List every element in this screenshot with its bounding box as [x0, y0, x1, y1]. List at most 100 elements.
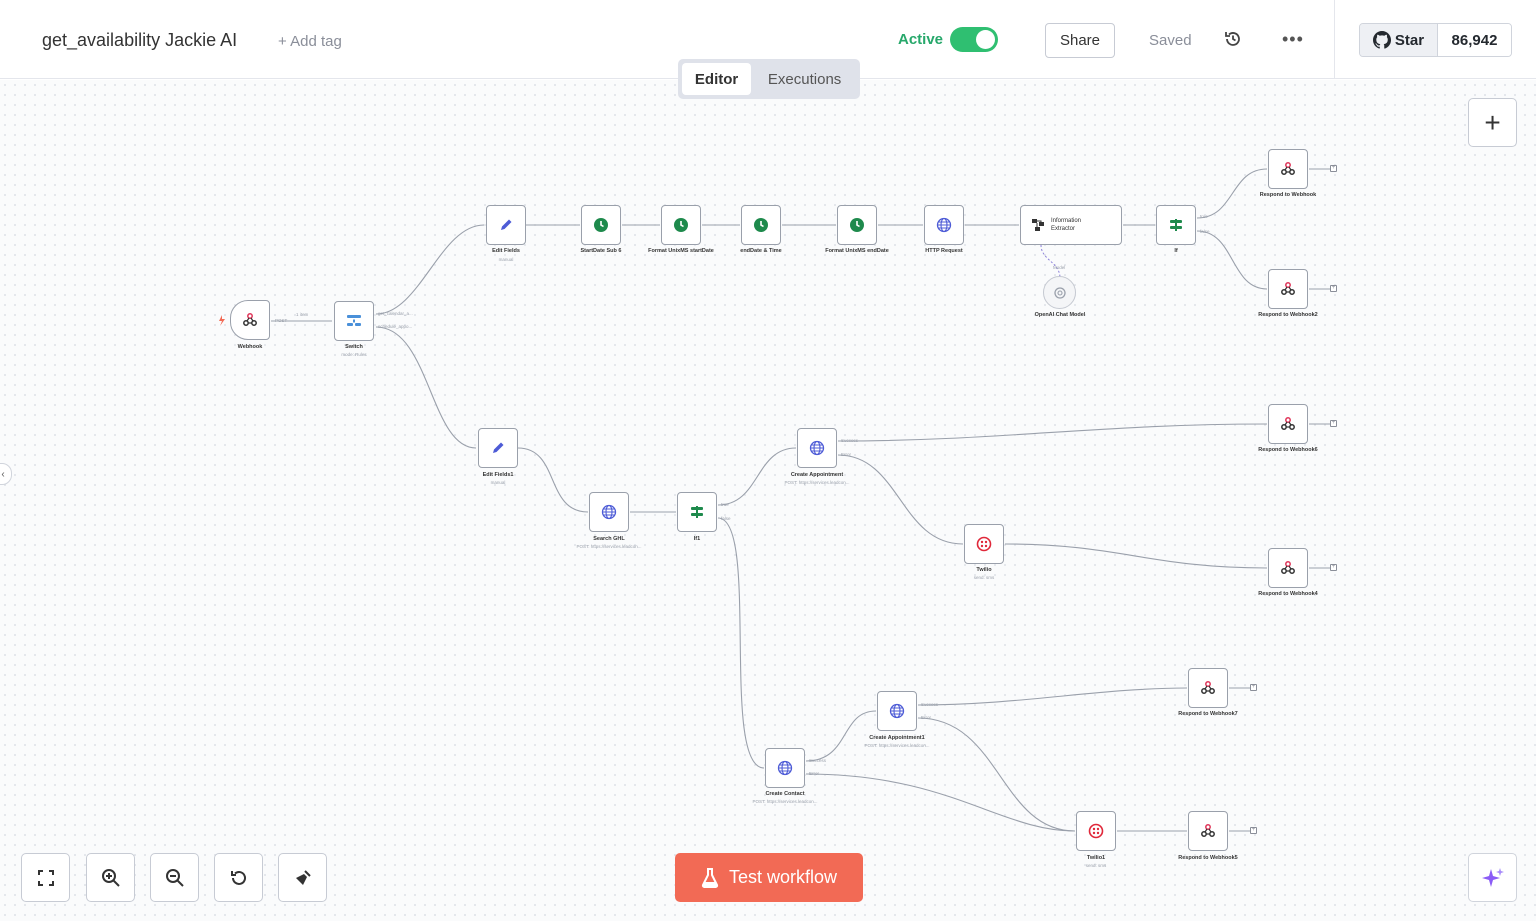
clock-icon [594, 218, 608, 232]
add-node-plus[interactable]: + [1330, 285, 1337, 292]
add-node-plus[interactable]: + [1250, 684, 1257, 691]
node-label: Twilio1 [1086, 855, 1106, 861]
add-node-plus[interactable]: + [1330, 165, 1337, 172]
node-respond-to-webhook7[interactable] [1188, 668, 1228, 708]
node-respond-to-webhook2[interactable] [1268, 269, 1308, 309]
webhook-icon [1201, 681, 1215, 694]
node-subtitle: manual [490, 480, 506, 485]
clear-execution-button[interactable] [278, 853, 327, 902]
node-http-request[interactable] [924, 205, 964, 245]
node-format-start[interactable] [661, 205, 701, 245]
node-label: Twilio [976, 567, 992, 573]
reset-zoom-button[interactable] [214, 853, 263, 902]
clock-icon [674, 218, 688, 232]
node-label: Respond to Webhook2 [1258, 312, 1318, 318]
port-label: get_calendar_a... [378, 311, 413, 316]
globe-icon [601, 504, 617, 520]
port-label: Error [921, 715, 931, 720]
history-icon[interactable] [1224, 30, 1242, 48]
node-if[interactable] [1156, 205, 1196, 245]
node-label: If [1174, 248, 1178, 254]
node-label: StartDate Sub 6 [580, 248, 622, 254]
node-create-appointment1[interactable] [877, 691, 917, 731]
share-button[interactable]: Share [1045, 23, 1115, 58]
node-twilio1[interactable] [1076, 811, 1116, 851]
node-respond-to-webhook6[interactable] [1268, 404, 1308, 444]
github-star-button[interactable]: Star 86,942 [1359, 23, 1512, 57]
workflow-title[interactable]: get_availability Jackie AI [42, 30, 238, 50]
node-respond-to-webhook[interactable] [1268, 149, 1308, 189]
twilio-icon [976, 536, 992, 552]
node-label: Switch [345, 344, 363, 350]
port-label: Error [841, 452, 851, 457]
add-tag-button[interactable]: + Add tag [278, 33, 342, 50]
view-tabs: Editor Executions [678, 59, 860, 99]
zoom-in-button[interactable] [86, 853, 135, 902]
node-label: Format UnixMS startDate [648, 248, 714, 254]
ai-assistant-button[interactable] [1468, 853, 1517, 902]
node-openai-chat-model[interactable] [1043, 276, 1076, 309]
node-label: Respond to Webhook7 [1178, 711, 1238, 717]
node-subtitle: send: sms [1085, 863, 1107, 868]
node-switch[interactable] [334, 301, 374, 341]
saved-status: Saved [1149, 32, 1192, 49]
pencil-icon [501, 219, 512, 230]
globe-icon [809, 440, 825, 456]
add-node-plus[interactable]: + [1330, 420, 1337, 427]
node-label: Format UnixMS endDate [825, 248, 889, 254]
port-label: Success [841, 438, 859, 443]
tab-executions[interactable]: Executions [767, 70, 842, 88]
openai-icon [1053, 286, 1066, 299]
zoom-out-button[interactable] [150, 853, 199, 902]
node-webhook[interactable] [230, 300, 270, 340]
webhook-icon [1281, 282, 1295, 295]
port-label: false [721, 516, 731, 521]
node-search-ghl[interactable] [589, 492, 629, 532]
node-label-line1: Information [1051, 218, 1082, 224]
node-respond-to-webhook5[interactable] [1188, 811, 1228, 851]
node-subtitle: manual [498, 257, 514, 262]
node-information-extractor[interactable]: Information Extractor [1020, 205, 1122, 245]
node-startdate-sub6[interactable] [581, 205, 621, 245]
port-label: Model [1053, 265, 1066, 270]
if-icon [691, 506, 703, 518]
fit-view-button[interactable] [21, 853, 70, 902]
zoom-out-icon [165, 868, 184, 887]
node-subtitle: POST: https://services.leadcon... [864, 743, 930, 748]
fit-view-icon [37, 869, 54, 886]
tab-editor[interactable]: Editor [682, 63, 752, 95]
add-node-button[interactable]: + [1468, 98, 1517, 147]
test-workflow-button[interactable]: Test workflow [675, 853, 863, 902]
node-twilio[interactable] [964, 524, 1004, 564]
node-label: Search GHL [593, 536, 625, 542]
node-subtitle: POST: https://services.leadcon... [576, 544, 642, 549]
node-edit-fields1[interactable] [478, 428, 518, 468]
node-enddate[interactable] [741, 205, 781, 245]
if-icon [1170, 219, 1182, 231]
node-label: Webhook [237, 344, 263, 350]
header-divider [1334, 0, 1335, 79]
node-label: Create Appointment1 [869, 735, 925, 741]
node-label-line2: Extractor [1051, 226, 1076, 232]
clock-icon [754, 218, 768, 232]
node-if1[interactable] [677, 492, 717, 532]
node-label: Respond to Webhook [1259, 192, 1317, 198]
add-node-plus[interactable]: + [1250, 827, 1257, 834]
node-create-contact[interactable] [765, 748, 805, 788]
active-label: Active [898, 31, 944, 48]
node-edit-fields[interactable] [486, 205, 526, 245]
port-label: true [721, 502, 729, 507]
node-create-appointment[interactable] [797, 428, 837, 468]
node-label: endDate & Time [740, 248, 782, 254]
node-respond-to-webhook4[interactable] [1268, 548, 1308, 588]
node-label: Edit Fields [492, 248, 520, 254]
add-node-plus[interactable]: + [1330, 564, 1337, 571]
active-toggle[interactable] [950, 27, 998, 52]
node-label: OpenAI Chat Model [1034, 312, 1086, 318]
more-options-icon[interactable]: ••• [1282, 29, 1304, 49]
node-format-end[interactable] [837, 205, 877, 245]
port-label: false [1200, 229, 1210, 234]
node-label: Respond to Webhook6 [1258, 447, 1318, 453]
webhook-icon [1201, 824, 1215, 837]
node-label: HTTP Request [925, 248, 963, 254]
